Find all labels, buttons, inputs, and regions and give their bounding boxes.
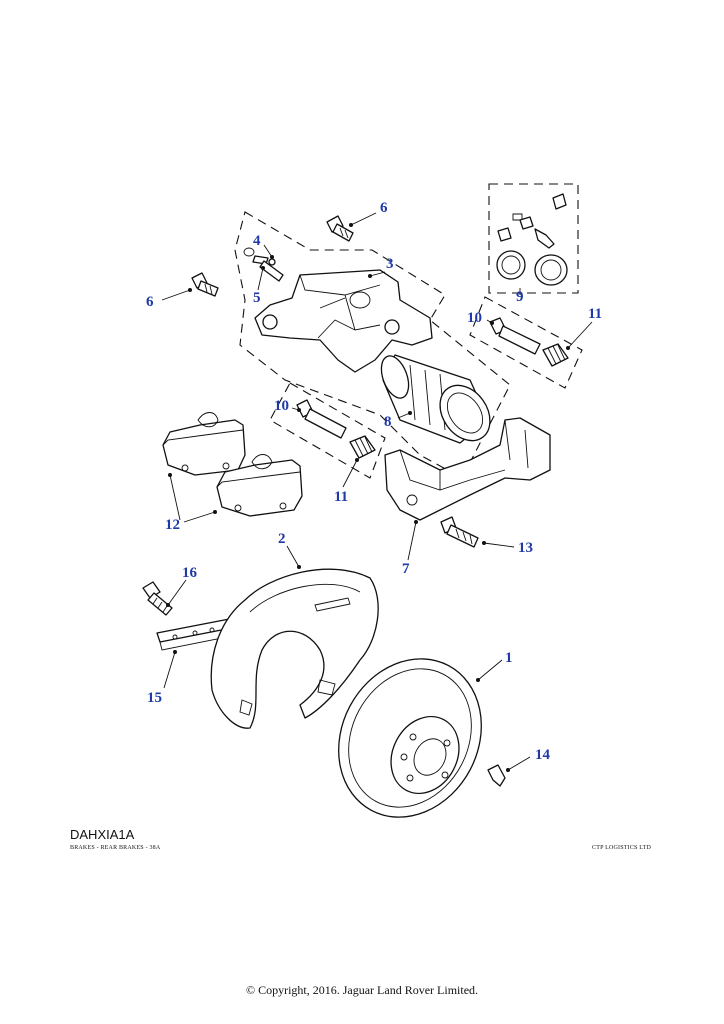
brake-pad-upper [162,412,246,476]
callout-2: 2 [278,531,286,547]
callout-13: 13 [518,540,533,556]
disc-retaining-screw [487,764,506,787]
vendor-label: CTP LOGISTICS LTD [592,845,651,851]
guide-pin-lower [296,399,347,439]
callout-11-upper: 11 [588,306,603,322]
guide-pin-kit-upper-outline [469,296,583,389]
caliper-piston [380,354,491,444]
guide-pin-boot-lower [349,435,376,459]
callout-6-left: 6 [146,294,154,310]
caliper-bolt-upper [326,215,354,242]
callout-1: 1 [505,650,513,666]
callout-6-upper: 6 [380,200,388,216]
caliper-group-outline [234,211,511,479]
carrier-bolt [440,516,479,548]
caliper-carrier [384,417,551,521]
leader-lines [161,212,593,772]
seal-kit-outline [488,183,579,294]
callout-16: 16 [182,565,197,581]
callout-8: 8 [384,414,392,430]
callout-15: 15 [147,690,162,706]
brake-pad-lower [216,454,303,517]
brake-caliper [254,269,433,373]
callout-4: 4 [253,233,261,249]
callout-12: 12 [165,517,180,533]
section-label: BRAKES - REAR BRAKES - 38A [70,845,161,851]
bleed-screw-set [243,247,284,282]
callout-7: 7 [402,561,410,577]
guide-pin-upper [489,317,541,355]
shield-bolt [142,581,173,616]
callout-11-lower: 11 [334,489,349,505]
seal-kit [496,193,568,286]
brake-mudshield [210,568,379,729]
callout-10-lower: 10 [274,398,289,414]
caliper-bolt-left [191,272,219,297]
guide-pin-kit-lower-outline [269,382,386,479]
callout-10-upper: 10 [467,310,482,326]
callout-9: 9 [516,289,524,305]
copyright-notice: © Copyright, 2016. Jaguar Land Rover Lim… [245,983,479,997]
guide-pin-boot-upper [542,343,569,367]
callout-3: 3 [386,256,394,272]
callout-14: 14 [535,747,550,763]
callout-5: 5 [253,290,261,306]
diagram-code: DAHXIA1A [70,827,135,842]
brake-disc [338,658,482,818]
